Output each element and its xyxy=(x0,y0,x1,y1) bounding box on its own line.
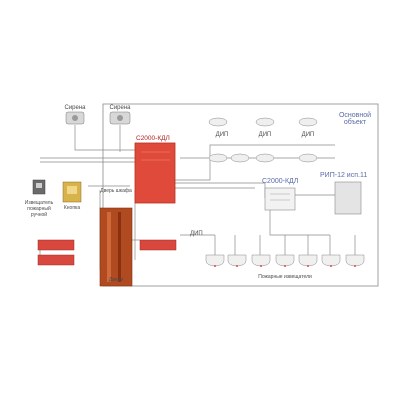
object-boundary xyxy=(102,103,379,287)
manual-call-point-label: Извещатель пожарный ручной xyxy=(24,200,54,218)
cabinet-top-label: Дверь шкафа xyxy=(100,188,132,194)
detector-row-caption: Пожарные извещатели xyxy=(258,274,312,280)
detector-group-upper-right: ДИП xyxy=(301,132,315,138)
camera-left-label: Сирена xyxy=(64,105,86,111)
power-supply xyxy=(334,181,362,215)
cable-duct xyxy=(99,207,133,287)
detector-row-upper xyxy=(208,117,318,163)
main-controller-label: С2000-КДЛ xyxy=(136,135,170,142)
camera-left xyxy=(65,111,85,125)
detector-row-lower xyxy=(205,254,365,267)
camera-right xyxy=(109,111,131,125)
camera-right-label: Сирена xyxy=(109,105,131,111)
cabinet-bottom-label: Двери xyxy=(108,277,124,283)
bus-label: ДИП xyxy=(190,231,203,237)
sounder-box-label: Кнопка xyxy=(63,205,81,211)
left-bar-1 xyxy=(37,239,75,251)
relay-module-label: С2000-КДЛ xyxy=(262,178,299,185)
zone-title: Основной объект xyxy=(338,112,372,126)
left-bar-2 xyxy=(37,254,75,266)
relay-module xyxy=(264,187,296,211)
detector-group-upper-left: ДИП xyxy=(215,132,229,138)
main-controller-box xyxy=(134,142,176,204)
detector-group-upper-mid: ДИП xyxy=(258,132,272,138)
wiring xyxy=(39,125,356,270)
right-bar xyxy=(139,239,177,251)
power-supply-label: РИП-12 исп.11 xyxy=(320,172,368,179)
